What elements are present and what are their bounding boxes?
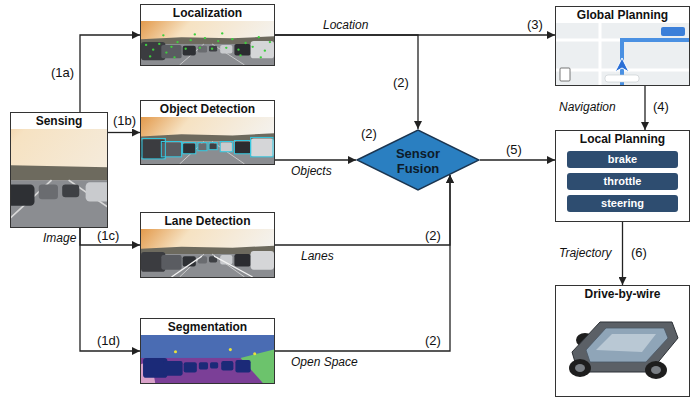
navigation-map xyxy=(556,23,689,85)
edge-label: (5) xyxy=(505,143,523,157)
connector xyxy=(108,132,140,133)
control-box: throttle xyxy=(567,173,678,190)
localization-photo xyxy=(141,21,274,65)
edge-label: Lanes xyxy=(300,249,335,263)
callout-number: (2) xyxy=(424,334,442,348)
connector xyxy=(80,228,140,351)
edge-label: (1a) xyxy=(50,66,75,80)
connectors xyxy=(80,35,645,351)
connector xyxy=(275,175,450,351)
edge-label: Objects xyxy=(290,164,333,178)
detection-boxes xyxy=(142,137,273,158)
box-title: Drive-by-wire xyxy=(582,286,662,301)
callout-number: (2) xyxy=(424,229,442,243)
connector xyxy=(80,228,140,245)
box-title: Sensor Fusion xyxy=(384,145,452,176)
lane-lines xyxy=(171,256,252,277)
lane-detection-photo xyxy=(141,229,274,277)
sensing-box: Sensing xyxy=(10,112,108,228)
box-title: throttle xyxy=(602,175,644,188)
box-title: steering xyxy=(599,197,646,210)
connector xyxy=(480,159,555,160)
planning-box: Local Planning brake throttle steering xyxy=(555,130,690,222)
box-title: Global Planning xyxy=(575,7,670,22)
feature-points xyxy=(145,32,271,58)
box-title: Object Detection xyxy=(158,101,257,116)
box-title: Localization xyxy=(171,5,244,20)
edge-label: (2) xyxy=(392,76,410,90)
connector xyxy=(275,159,356,160)
process-box: Segmentation xyxy=(140,318,275,384)
callout-number: (4) xyxy=(652,100,670,114)
signal-label: Image xyxy=(42,231,77,245)
planning-box: Global Planning xyxy=(555,6,690,86)
control-box: steering xyxy=(567,195,678,212)
edge-label: Open Space xyxy=(290,355,359,369)
connector xyxy=(275,35,418,129)
actuator-box: Drive-by-wire xyxy=(555,285,690,397)
callout-number: (2) xyxy=(360,127,378,141)
callout-number: (3) xyxy=(526,18,544,32)
process-box: Lane Detection xyxy=(140,212,275,278)
box-title: brake xyxy=(606,153,639,166)
connector xyxy=(80,35,140,112)
edge-label: Trajectory xyxy=(558,246,612,260)
box-title: Local Planning xyxy=(578,131,667,146)
box-title: Segmentation xyxy=(166,319,249,334)
edge-label: (1d) xyxy=(96,334,121,348)
edge-label: (1b) xyxy=(112,114,137,128)
road-scene xyxy=(141,229,274,277)
segmentation-image xyxy=(141,335,274,383)
box-title: Lane Detection xyxy=(162,213,252,228)
edge-label: Navigation xyxy=(558,100,617,114)
connector xyxy=(644,86,645,130)
object-detection-photo xyxy=(141,117,274,164)
control-box: brake xyxy=(567,151,678,168)
road-scene xyxy=(141,21,274,65)
process-box: Object Detection xyxy=(140,100,275,165)
sign-class xyxy=(174,348,256,355)
box-title: Sensing xyxy=(34,113,85,128)
edge-label: Location xyxy=(322,18,369,32)
process-box: Localization xyxy=(140,4,275,66)
connector xyxy=(622,222,623,285)
chassis-illustration xyxy=(569,322,678,379)
road-scene xyxy=(141,117,274,164)
vehicle-class xyxy=(143,358,251,378)
callout-number: (6) xyxy=(630,246,648,260)
edge-label: (1c) xyxy=(96,229,120,243)
